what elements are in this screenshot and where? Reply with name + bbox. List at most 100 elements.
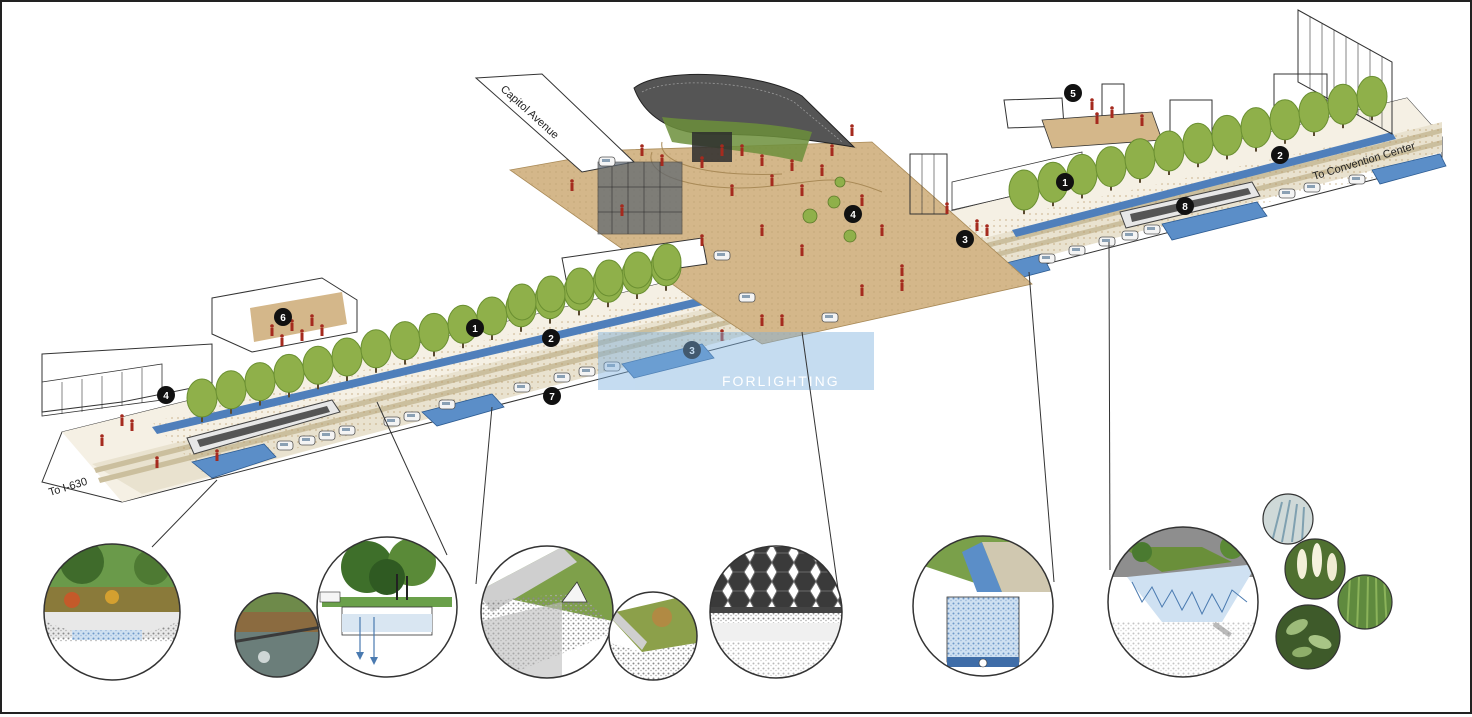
car bbox=[1098, 236, 1116, 247]
person-figure bbox=[1140, 114, 1144, 126]
marker-1-left: 1 bbox=[466, 319, 484, 337]
person-figure bbox=[1095, 112, 1099, 124]
car bbox=[821, 312, 839, 323]
marker-3-right-label: 3 bbox=[962, 235, 968, 246]
car bbox=[438, 399, 456, 410]
person-figure bbox=[830, 144, 834, 156]
person-figure bbox=[280, 334, 284, 346]
glass-pavilion bbox=[597, 161, 683, 235]
person-figure bbox=[900, 279, 904, 291]
person-figure bbox=[900, 264, 904, 276]
person-figure bbox=[800, 244, 804, 256]
marker-8: 8 bbox=[1176, 197, 1194, 215]
car bbox=[298, 435, 316, 446]
watermark-text: FORLIGHTING bbox=[722, 373, 840, 389]
marker-5-label: 5 bbox=[1070, 89, 1076, 100]
marker-4-plaza: 4 bbox=[844, 205, 862, 223]
person-figure bbox=[570, 179, 574, 191]
marker-5: 5 bbox=[1064, 84, 1082, 102]
marker-4-left-label: 4 bbox=[163, 391, 169, 402]
tree bbox=[1298, 91, 1330, 136]
tree bbox=[215, 370, 247, 414]
tree bbox=[1356, 75, 1388, 121]
person-figure bbox=[945, 202, 949, 214]
person-figure bbox=[800, 184, 804, 196]
person-figure bbox=[700, 156, 704, 168]
car bbox=[1143, 224, 1161, 235]
person-figure bbox=[780, 314, 784, 326]
person-figure bbox=[130, 419, 134, 431]
person-figure bbox=[310, 314, 314, 326]
car bbox=[738, 292, 756, 303]
tree bbox=[536, 275, 566, 313]
car bbox=[1068, 245, 1086, 256]
rain-garden-detail bbox=[43, 543, 181, 681]
tree-row-right bbox=[1008, 75, 1388, 214]
person-figure bbox=[790, 159, 794, 171]
marker-2-right: 2 bbox=[1271, 146, 1289, 164]
person-figure bbox=[100, 434, 104, 446]
tree bbox=[594, 259, 624, 297]
car bbox=[553, 372, 571, 383]
marker-6-label: 6 bbox=[280, 313, 286, 324]
person-figure bbox=[660, 154, 664, 166]
car bbox=[338, 425, 356, 436]
tree bbox=[1269, 99, 1301, 144]
car bbox=[318, 430, 336, 441]
person-figure bbox=[760, 314, 764, 326]
pavilion-canopy bbox=[633, 73, 856, 162]
marker-6: 6 bbox=[274, 308, 292, 326]
person-figure bbox=[1090, 98, 1094, 110]
person-figure bbox=[1110, 106, 1114, 118]
marker-1-right-label: 1 bbox=[1062, 178, 1068, 189]
tree bbox=[652, 243, 682, 281]
person-figure bbox=[880, 224, 884, 236]
person-figure bbox=[850, 124, 854, 136]
car bbox=[598, 156, 616, 167]
person-figure bbox=[320, 324, 324, 336]
person-figure bbox=[640, 144, 644, 156]
marker-2-right-label: 2 bbox=[1277, 151, 1283, 162]
curb-inlet-detail bbox=[480, 545, 614, 679]
marker-8-label: 8 bbox=[1182, 202, 1188, 213]
car-group bbox=[276, 156, 1366, 451]
car bbox=[383, 416, 401, 427]
bioswale-section-detail bbox=[1107, 526, 1259, 678]
marker-3-right: 3 bbox=[956, 230, 974, 248]
car bbox=[1303, 182, 1321, 193]
leader-lines bbox=[151, 241, 1111, 590]
marker-2-left: 2 bbox=[542, 329, 560, 347]
car bbox=[1038, 253, 1056, 264]
car bbox=[603, 361, 621, 372]
marker-4-left: 4 bbox=[157, 386, 175, 404]
permeable-paver-detail bbox=[709, 545, 843, 679]
car bbox=[1348, 174, 1366, 185]
person-figure bbox=[215, 449, 219, 461]
person-figure bbox=[985, 224, 989, 236]
person-figure bbox=[730, 184, 734, 196]
marker-4-plaza-label: 4 bbox=[850, 210, 856, 221]
tree bbox=[507, 283, 537, 321]
pedestrian-figures bbox=[100, 98, 1144, 468]
reed-grass-plant bbox=[1337, 574, 1393, 630]
marker-7-label: 7 bbox=[549, 392, 555, 403]
marker-7: 7 bbox=[543, 387, 561, 405]
tree bbox=[1008, 169, 1040, 214]
plaza-shrubs bbox=[802, 176, 857, 243]
person-figure bbox=[860, 194, 864, 206]
person-figure bbox=[820, 164, 824, 176]
marker-3-left: 3 bbox=[683, 341, 701, 359]
tree-trench-section-detail bbox=[316, 536, 458, 678]
streetcar-left bbox=[186, 399, 341, 455]
car bbox=[578, 366, 596, 377]
car bbox=[1121, 230, 1139, 241]
blue-grass-plant bbox=[1262, 493, 1314, 545]
car bbox=[1278, 188, 1296, 199]
right-buildings bbox=[909, 9, 1393, 215]
person-figure bbox=[860, 284, 864, 296]
car bbox=[403, 411, 421, 422]
stone-edge-channel-detail bbox=[234, 592, 320, 678]
marker-3-left-label: 3 bbox=[689, 346, 695, 357]
infiltration-trench-detail bbox=[912, 535, 1054, 677]
tree bbox=[186, 378, 218, 422]
